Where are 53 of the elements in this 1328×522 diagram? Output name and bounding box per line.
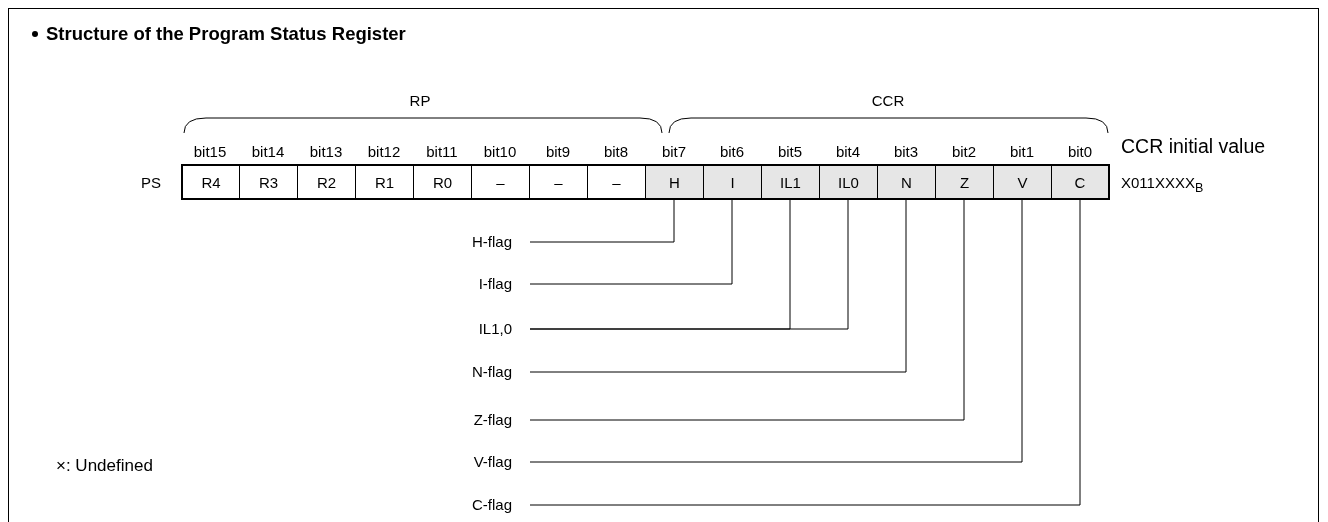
bit-cell: R0: [413, 164, 472, 200]
bit-number: bit13: [308, 143, 344, 160]
initial-value: X011XXXX$_{B}$: [1121, 174, 1204, 195]
leader-line: [529, 199, 1081, 506]
bit-cell: R4: [181, 164, 240, 200]
flag-label: H-flag: [472, 233, 530, 251]
leader-line: [529, 199, 849, 330]
bit-number: bit9: [544, 143, 572, 160]
bit-cell: N: [877, 164, 936, 200]
bit-cell: IL0: [819, 164, 878, 200]
bit-cell: R2: [297, 164, 356, 200]
bit-cell: R3: [239, 164, 298, 200]
bit-cell: I: [703, 164, 762, 200]
bit-number: bit8: [602, 143, 630, 160]
leader-line: [529, 199, 965, 421]
bit-number: bit12: [366, 143, 402, 160]
bit-number: bit1: [1008, 143, 1036, 160]
bit-number: bit10: [482, 143, 518, 160]
bit-cell: –: [587, 164, 646, 200]
leader-line: [529, 199, 733, 285]
bit-cell: Z: [935, 164, 994, 200]
group-label: RP: [409, 92, 431, 109]
bit-number: bit15: [192, 143, 228, 160]
flag-label: V-flag: [473, 453, 530, 471]
bit-number: bit3: [892, 143, 920, 160]
legend-note: ×: Undefined: [56, 456, 153, 476]
flag-label: IL1,0: [478, 320, 530, 338]
flag-label: C-flag: [472, 496, 530, 514]
bit-number: bit11: [425, 143, 459, 160]
flag-label: I-flag: [478, 275, 530, 293]
register-name: PS: [141, 174, 161, 191]
bit-cell: C: [1051, 164, 1110, 200]
bit-number: bit6: [718, 143, 746, 160]
bit-cell: –: [471, 164, 530, 200]
bit-number: bit0: [1066, 143, 1094, 160]
title: Structure of the Program Status Register: [46, 23, 406, 45]
bit-cell: –: [529, 164, 588, 200]
bit-number: bit2: [950, 143, 978, 160]
leader-line: [529, 199, 907, 373]
column-heading: CCR initial value: [1121, 135, 1266, 158]
bit-number: bit5: [776, 143, 804, 160]
bit-cell: H: [645, 164, 704, 200]
bit-number: bit4: [834, 143, 862, 160]
bit-cell: R1: [355, 164, 414, 200]
bit-cell: IL1: [761, 164, 820, 200]
flag-label: Z-flag: [473, 411, 530, 429]
bit-cell: V: [993, 164, 1052, 200]
group-label: CCR: [871, 92, 905, 109]
bit-number: bit14: [250, 143, 286, 160]
leader-line: [529, 199, 1023, 463]
leader-line: [529, 199, 675, 243]
bit-number: bit7: [660, 143, 688, 160]
flag-label: N-flag: [472, 363, 530, 381]
